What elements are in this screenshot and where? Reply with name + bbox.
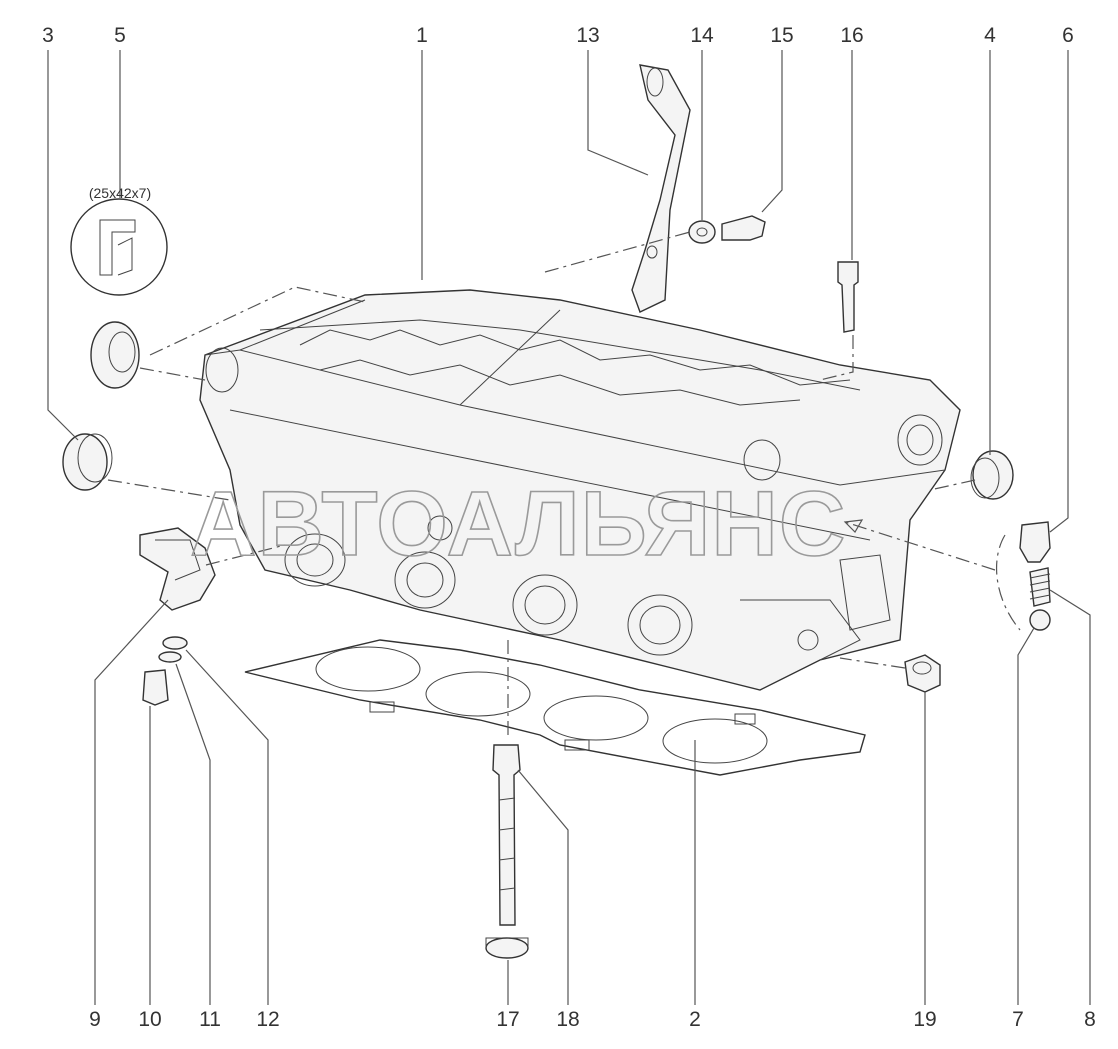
plug-right	[970, 450, 1014, 500]
callout-10: 10	[138, 1008, 161, 1031]
callout-15: 15	[770, 24, 793, 47]
check-valve	[995, 521, 1051, 631]
head-bolt	[492, 744, 521, 926]
watermark: АВТОАЛЬЯНС	[190, 473, 846, 575]
cylinder-head	[199, 289, 961, 691]
dowel-bush	[904, 654, 941, 693]
seal-dimensions-label: (25x42x7)	[89, 185, 151, 201]
bracket-bolt	[721, 215, 766, 241]
callout-7: 7	[1012, 1008, 1024, 1031]
callout-16: 16	[840, 24, 863, 47]
callout-11: 11	[199, 1008, 221, 1031]
oil-seal	[70, 198, 168, 389]
leader-lines	[47, 50, 1091, 1005]
head-gasket	[244, 639, 866, 776]
callout-4: 4	[984, 24, 996, 47]
bolt-top	[837, 261, 859, 333]
callout-18: 18	[556, 1008, 579, 1031]
assembly-lines	[107, 231, 996, 740]
sensor-o-rings	[158, 636, 188, 663]
callout-2: 2	[689, 1008, 701, 1031]
callout-8: 8	[1084, 1008, 1096, 1031]
callout-1: 1	[416, 24, 428, 47]
callout-9: 9	[89, 1008, 101, 1031]
callout-19: 19	[913, 1008, 936, 1031]
callout-12: 12	[256, 1008, 279, 1031]
callout-5: 5	[114, 24, 126, 47]
callout-14: 14	[690, 24, 714, 47]
callout-6: 6	[1062, 24, 1074, 47]
callout-13: 13	[576, 24, 599, 47]
plug-left	[62, 433, 113, 491]
callout-labels: 1 2 3 4 5 6 7 8 9 10 11 12 13 14 15 16 1…	[42, 24, 1096, 1031]
callout-3: 3	[42, 24, 54, 47]
bolt-washer	[485, 937, 529, 959]
callout-17: 17	[496, 1008, 519, 1031]
washer	[688, 220, 716, 244]
sensor-bolt	[142, 669, 169, 706]
camshaft-sensor	[139, 527, 216, 611]
lifting-bracket	[631, 64, 691, 313]
